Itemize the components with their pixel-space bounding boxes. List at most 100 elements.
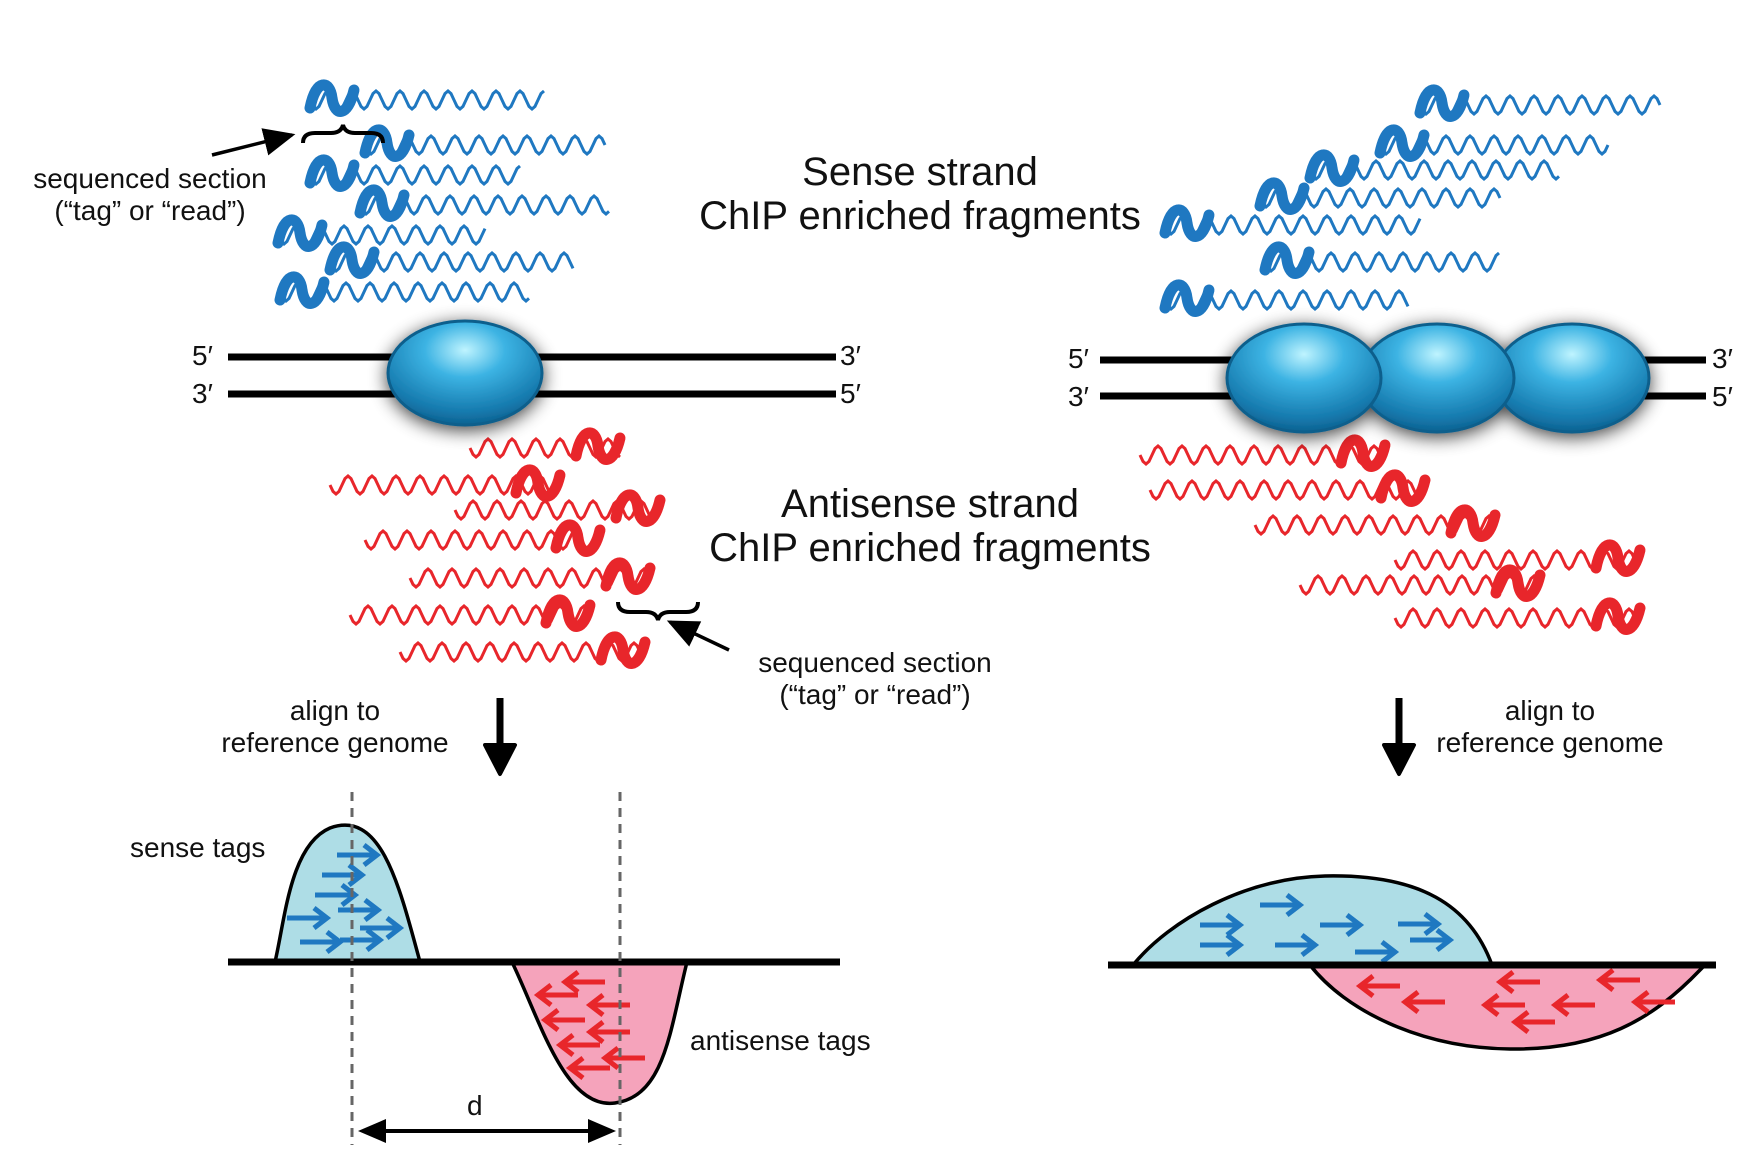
dna-fragment: [453, 499, 661, 521]
read-tag-icon: [600, 557, 656, 595]
read-tag-icon: [324, 241, 380, 279]
tag-arrow-head: [1510, 1010, 1530, 1034]
read-tag-icon: [1254, 177, 1310, 215]
read-tag-icon: [272, 214, 328, 252]
seq-top-line2: (“tag” or “read”): [54, 195, 246, 226]
antisense-fragments-left: [328, 427, 666, 669]
tag-arrow-head: [1480, 993, 1500, 1017]
read-tag-icon: [1590, 597, 1646, 635]
tag-arrow-head: [1630, 990, 1650, 1014]
pointer-arrow-icon: [211, 128, 296, 157]
tag-arrow-head: [533, 983, 553, 1007]
tag-arrow-head: [555, 1033, 575, 1057]
tag-arrow-head: [385, 916, 405, 940]
down-arrow-icon: [1382, 698, 1416, 776]
tag-arrow-head: [585, 993, 605, 1017]
seq-bottom-line1: sequenced section: [758, 647, 992, 678]
tag-arrow-head: [1595, 968, 1615, 992]
read-tag-icon: [1304, 149, 1360, 187]
left-bottom-5prime: 5′: [840, 378, 861, 409]
sense-title-line1: Sense strand: [802, 150, 1038, 194]
tag-arrow-head: [1400, 990, 1420, 1014]
tag-arrow-head: [347, 863, 367, 887]
tag-arrow-head: [1423, 912, 1443, 936]
tag-arrow-head: [1225, 913, 1245, 937]
read-tag-icon: [510, 464, 566, 502]
down-arrow-icon: [483, 698, 517, 776]
tag-arrow-head: [565, 1056, 585, 1080]
read-tag-icon: [595, 631, 651, 669]
tag-arrow-head: [1355, 974, 1375, 998]
read-tag-icon: [1159, 204, 1215, 242]
right-top-5prime: 5′: [1068, 343, 1089, 374]
right-top-3prime: 3′: [1712, 343, 1733, 374]
sense-fragments-right: [1159, 84, 1662, 317]
tag-arrow-head: [1300, 933, 1320, 957]
tag-arrows-right: [1200, 893, 1675, 1034]
tag-arrow-head: [1435, 928, 1455, 952]
left-bottom-3prime: 3′: [192, 378, 213, 409]
pointer-arrow-icon: [666, 620, 730, 652]
dna-fragment: [468, 437, 621, 459]
nucleosome-array-icon: [1225, 322, 1651, 434]
read-tag-icon: [1259, 241, 1315, 279]
tag-arrow-head: [1495, 970, 1515, 994]
tag-arrow-head: [1380, 940, 1400, 964]
read-tag-icon: [1159, 279, 1215, 317]
tag-arrow-head: [1550, 993, 1570, 1017]
read-tag-icon: [274, 271, 330, 309]
left-top-3prime: 3′: [840, 340, 861, 371]
distance-label: d: [467, 1090, 483, 1121]
read-tag-icon: [304, 154, 360, 192]
tag-arrow-head: [560, 970, 580, 994]
tag-arrow-head: [600, 1046, 620, 1070]
read-tag-icon: [304, 79, 360, 117]
tag-arrow-head: [362, 843, 382, 867]
read-tag-icon: [1590, 539, 1646, 577]
antisense-title-line1: Antisense strand: [781, 482, 1079, 526]
brace-icon: [301, 124, 385, 144]
right-bottom-5prime: 5′: [1712, 381, 1733, 412]
read-tag-icon: [354, 184, 410, 222]
read-tag-icon: [1445, 504, 1501, 542]
sequenced-section-label-top: sequenced section (“tag” or “read”): [0, 163, 300, 227]
tag-arrow-head: [1225, 933, 1245, 957]
align-right-line1: align to: [1504, 695, 1596, 726]
antisense-fragments-right: [1138, 434, 1646, 635]
left-top-5prime: 5′: [192, 340, 213, 371]
read-tag-icon: [1414, 84, 1470, 122]
tag-arrows-left: [287, 843, 645, 1080]
read-tag-icon: [570, 427, 626, 465]
read-tag-icon: [540, 594, 596, 632]
tag-arrow-head: [585, 1020, 605, 1044]
read-tag-icon: [610, 489, 666, 527]
antisense-tags-label: antisense tags: [690, 1025, 871, 1056]
nucleosome-icon: [386, 319, 544, 427]
read-tag-icon: [1374, 124, 1430, 162]
tag-arrow-head: [1345, 913, 1365, 937]
read-tag-icon: [1335, 434, 1391, 472]
align-label-left: align to reference genome: [195, 695, 475, 759]
seq-bottom-line2: (“tag” or “read”): [779, 679, 971, 710]
brace-icon: [616, 601, 700, 621]
tag-arrow-head: [312, 906, 332, 930]
read-tag-icon: [1490, 564, 1546, 602]
align-label-right: align to reference genome: [1410, 695, 1690, 759]
tag-arrow-head: [1285, 893, 1305, 917]
seq-top-line1: sequenced section: [33, 163, 267, 194]
tag-arrow-head: [363, 898, 383, 922]
tag-arrow-head: [365, 928, 385, 952]
sense-strand-title: Sense strand ChIP enriched fragments: [660, 150, 1180, 238]
sense-title-line2: ChIP enriched fragments: [699, 194, 1141, 238]
right-bottom-3prime: 3′: [1068, 381, 1089, 412]
antisense-strand-title: Antisense strand ChIP enriched fragments: [665, 482, 1195, 570]
tag-arrow-head: [540, 1008, 560, 1032]
tag-arrow-head: [340, 883, 360, 907]
antisense-title-line2: ChIP enriched fragments: [709, 526, 1151, 570]
sense-tag-peak-right: [1129, 874, 1495, 967]
align-right-line2: reference genome: [1436, 727, 1664, 758]
read-tag-icon: [1375, 469, 1431, 507]
align-left-line1: align to: [289, 695, 381, 726]
